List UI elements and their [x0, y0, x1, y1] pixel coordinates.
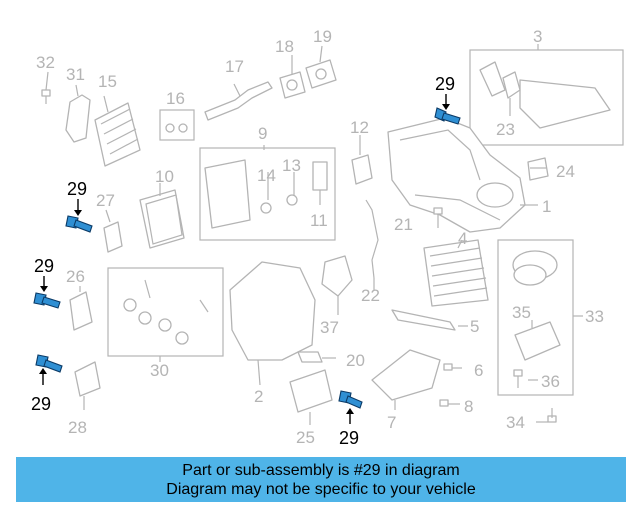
label-part-29-left-upper[interactable]: 29: [67, 179, 87, 199]
label-part-10[interactable]: 10: [155, 167, 174, 186]
part-27-bracket: [103, 221, 123, 253]
label-part-34[interactable]: 34: [506, 413, 525, 432]
part-29-arrows: [39, 94, 450, 424]
part-29-bolt-left-middle: [33, 292, 61, 309]
group-box-9: [199, 147, 336, 241]
label-part-27[interactable]: 27: [96, 191, 115, 210]
label-part-25[interactable]: 25: [296, 428, 315, 447]
part-30-parts: [123, 279, 209, 345]
group-box-30: [107, 267, 224, 357]
label-part-28[interactable]: 28: [68, 418, 87, 437]
label-part-6[interactable]: 6: [474, 361, 483, 380]
part-3-bracket: [479, 61, 506, 97]
part-35-resistor: [514, 321, 561, 361]
label-part-18[interactable]: 18: [275, 37, 294, 56]
label-part-33[interactable]: 33: [585, 307, 604, 326]
part-5-seal: [391, 309, 456, 331]
label-part-11[interactable]: 11: [310, 211, 328, 230]
part-4-filter: [423, 239, 489, 307]
part-36-screw: [513, 369, 523, 388]
label-part-9[interactable]: 9: [258, 124, 267, 143]
group-box-3: [469, 49, 624, 146]
part-14-oring: [260, 202, 272, 214]
group-box-16: [159, 109, 195, 141]
label-part-20[interactable]: 20: [346, 351, 365, 370]
part-18-gasket: [279, 71, 306, 99]
part-17-pipe: [204, 81, 273, 121]
part-11-sensor: [312, 161, 328, 191]
part-29-bolt-left-lower: [35, 354, 63, 373]
part-6-screw: [443, 363, 462, 371]
label-part-1[interactable]: 1: [542, 197, 551, 216]
label-part-29-top[interactable]: 29: [435, 74, 455, 94]
part-28-bracket: [74, 361, 101, 397]
parts-diagram: 3 1 4 5 6 7 8 9 10 11 12 13 14 15 16 17 …: [31, 27, 624, 448]
label-part-31[interactable]: 31: [66, 65, 85, 84]
part-23-clip: [502, 71, 521, 99]
part-22-harness: [365, 199, 379, 279]
group-box-33: [497, 239, 574, 396]
part-13-oring: [286, 194, 298, 206]
part-29-bolt-left-upper: [65, 215, 93, 233]
part-29-bolt-bottom: [338, 390, 363, 409]
part-7-bracket: [371, 349, 441, 401]
part-15-core: [94, 102, 141, 167]
part-19-gasket: [305, 59, 337, 89]
label-part-21[interactable]: 21: [394, 215, 413, 234]
label-part-5[interactable]: 5: [470, 317, 479, 336]
label-part-4[interactable]: 4: [458, 229, 467, 248]
part-2-case: [229, 261, 316, 361]
label-part-15[interactable]: 15: [98, 72, 117, 91]
label-part-8[interactable]: 8: [464, 397, 473, 416]
label-part-29-bottom[interactable]: 29: [339, 428, 359, 448]
part-16-clip-a: [165, 123, 175, 133]
part-20-sensor: [297, 351, 323, 363]
label-part-24[interactable]: 24: [556, 162, 575, 181]
part-21-screw: [433, 207, 443, 228]
part-37-actuator: [321, 255, 353, 297]
part-12-actuator: [351, 154, 373, 185]
label-part-22[interactable]: 22: [361, 286, 380, 305]
part-9-evaporator: [204, 159, 251, 229]
label-part-36[interactable]: 36: [541, 372, 560, 391]
info-banner: Part or sub-assembly is #29 in diagram D…: [16, 457, 626, 502]
label-part-7[interactable]: 7: [387, 413, 396, 432]
label-part-29-left-middle[interactable]: 29: [34, 256, 54, 276]
label-part-12[interactable]: 12: [350, 118, 369, 137]
part-29-bolt-top: [434, 107, 461, 125]
label-part-14[interactable]: 14: [257, 166, 276, 185]
part-33-blower: [512, 250, 558, 286]
label-part-17[interactable]: 17: [225, 57, 244, 76]
part-3-case: [519, 79, 611, 129]
banner-line-disclaimer: Diagram may not be specific to your vehi…: [166, 480, 476, 498]
part-32-screw: [41, 89, 51, 104]
part-34-screw: [547, 408, 557, 423]
part-8-screw: [439, 399, 460, 407]
label-part-35[interactable]: 35: [512, 303, 531, 322]
label-part-32[interactable]: 32: [36, 53, 55, 72]
label-part-16[interactable]: 16: [166, 89, 185, 108]
banner-line-part-number: Part or sub-assembly is #29 in diagram: [182, 461, 460, 479]
label-part-30[interactable]: 30: [150, 361, 169, 380]
leader-lines: [45, 44, 548, 425]
label-part-19[interactable]: 19: [313, 27, 332, 46]
part-16-clip-b: [178, 123, 188, 133]
label-part-2[interactable]: 2: [254, 387, 263, 406]
part-25-module: [289, 369, 333, 413]
label-part-23[interactable]: 23: [496, 120, 515, 139]
label-part-29-left-lower[interactable]: 29: [31, 394, 51, 414]
part-24-actuator: [527, 157, 549, 181]
label-part-13[interactable]: 13: [282, 156, 301, 175]
label-part-3[interactable]: 3: [533, 27, 542, 46]
label-part-37[interactable]: 37: [320, 318, 339, 337]
part-31-bracket: [65, 94, 91, 143]
label-part-26[interactable]: 26: [66, 267, 85, 286]
part-26-bracket: [69, 291, 93, 331]
